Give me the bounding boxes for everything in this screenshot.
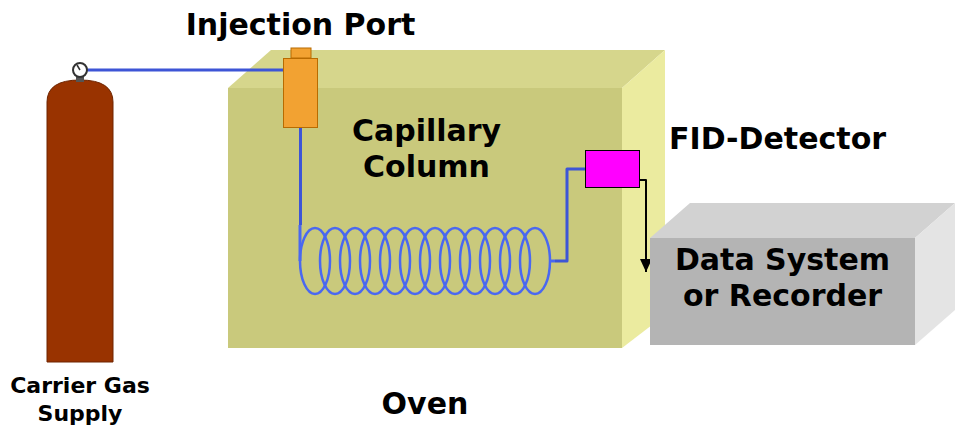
port-cap bbox=[291, 48, 311, 58]
gauge-needle bbox=[77, 65, 80, 70]
oven-box: OvenInjection PortCapillary ColumnFID-De… bbox=[228, 88, 622, 348]
gas-cylinder-shape bbox=[47, 80, 113, 362]
port-cap-shape bbox=[284, 59, 319, 129]
connector-line bbox=[555, 169, 585, 261]
fid-detector: FID-Detector bbox=[585, 150, 640, 188]
data-box-side bbox=[915, 203, 955, 345]
data-box-top bbox=[650, 203, 955, 238]
column-coil bbox=[298, 225, 555, 297]
pressure-gauge bbox=[73, 63, 87, 77]
node-label: FID-Detector bbox=[669, 121, 886, 157]
node-label: Capillary Column bbox=[322, 113, 532, 185]
connector bbox=[555, 169, 585, 261]
connector-line bbox=[80, 70, 283, 80]
node-label: Injection Port bbox=[186, 7, 416, 43]
cylinder-body bbox=[47, 80, 113, 362]
connector-line bbox=[299, 128, 302, 225]
node-label: Carrier Gas Supply bbox=[0, 372, 165, 427]
injection-port: Injection Port bbox=[283, 58, 318, 128]
coil-lead bbox=[550, 260, 555, 263]
node-label: Oven bbox=[382, 386, 469, 422]
coil-loop bbox=[520, 228, 550, 294]
connector bbox=[300, 128, 301, 225]
capillary-column: Capillary Column bbox=[298, 225, 555, 297]
node-label: Data System or Recorder bbox=[658, 242, 907, 314]
data-system-box: Data System or Recorder bbox=[650, 238, 915, 345]
gas-cylinder: Carrier Gas Supply bbox=[47, 80, 113, 362]
connector-line bbox=[640, 180, 646, 272]
connector bbox=[80, 70, 283, 80]
